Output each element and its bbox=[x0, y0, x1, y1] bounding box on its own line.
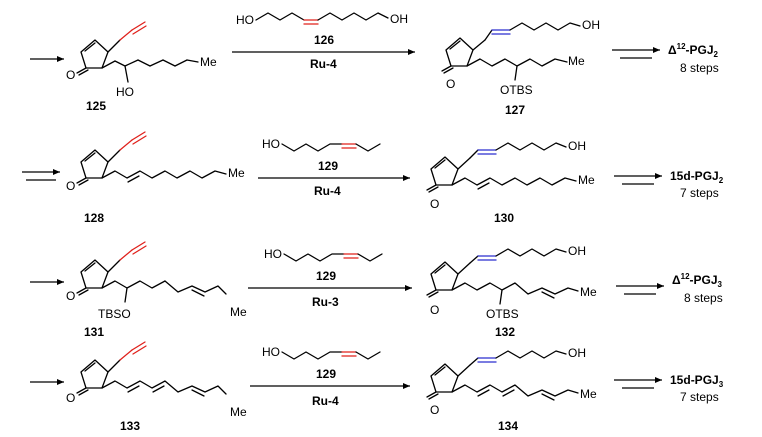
reagent-hydroxyl-right: OH bbox=[390, 12, 408, 26]
step-count: 7 steps bbox=[680, 186, 719, 200]
compound-133: O Me 133 bbox=[66, 341, 247, 433]
hydroxyl-label: OH bbox=[582, 18, 600, 32]
methyl-label: Me bbox=[230, 405, 247, 419]
compound-130: O OH Me 130 bbox=[426, 139, 595, 225]
methyl-label: Me bbox=[230, 305, 247, 319]
ketone-oxygen: O bbox=[66, 179, 75, 193]
catalyst-label: Ru-4 bbox=[312, 394, 339, 408]
ketone-oxygen: O bbox=[66, 68, 75, 82]
methyl-label: Me bbox=[578, 173, 595, 187]
reagent-hydroxyl: HO bbox=[262, 137, 280, 151]
compound-label: 127 bbox=[505, 103, 525, 117]
compound-131: O TBSO Me 131 bbox=[66, 241, 247, 339]
catalyst-label: Ru-3 bbox=[312, 295, 339, 309]
ketone-oxygen: O bbox=[430, 403, 439, 417]
hydroxyl-label: OH bbox=[568, 244, 586, 258]
methyl-label: Me bbox=[200, 55, 217, 69]
row-1: O HO Me 125 HO OH 126 bbox=[30, 12, 719, 117]
hydroxyl-label: OH bbox=[568, 346, 586, 360]
compound-132: O OH Me OTBS 132 bbox=[426, 244, 597, 339]
reagent-129: HO bbox=[262, 137, 381, 152]
target-product: Δ12-PGJ2 bbox=[668, 42, 719, 59]
compound-128: O Me 128 bbox=[66, 131, 245, 225]
reagent-number: 129 bbox=[318, 159, 338, 173]
hydroxyl-label: HO bbox=[116, 85, 134, 99]
compound-127: O OH Me OTBS 127 bbox=[441, 18, 600, 117]
methyl-label: Me bbox=[568, 54, 585, 68]
ketone-oxygen: O bbox=[430, 303, 439, 317]
compound-label: 130 bbox=[494, 211, 514, 225]
reagent-hydroxyl: HO bbox=[262, 345, 280, 359]
reagent-hydroxyl-left: HO bbox=[236, 13, 254, 27]
reagent-number: 129 bbox=[316, 367, 336, 381]
target-product: 15d-PGJ3 bbox=[670, 373, 724, 389]
reagent-126: HO OH bbox=[236, 12, 408, 27]
reagent-number: 129 bbox=[316, 269, 336, 283]
silyl-ether-label: OTBS bbox=[486, 307, 519, 321]
reagent-hydroxyl: HO bbox=[264, 247, 282, 261]
row-2: O Me 128 HO 129 Ru-4 O bbox=[22, 131, 724, 225]
step-count: 8 steps bbox=[684, 291, 723, 305]
hydroxyl-label: OH bbox=[568, 139, 586, 153]
ketone-oxygen: O bbox=[66, 391, 75, 405]
compound-134: O OH Me 134 bbox=[426, 346, 597, 433]
catalyst-label: Ru-4 bbox=[314, 184, 341, 198]
step-count: 7 steps bbox=[680, 390, 719, 404]
ketone-oxygen: O bbox=[430, 197, 439, 211]
catalyst-label: Ru-4 bbox=[310, 57, 337, 71]
compound-label: 128 bbox=[84, 211, 104, 225]
reagent-129: HO bbox=[262, 345, 381, 360]
compound-label: 132 bbox=[495, 325, 515, 339]
step-count: 8 steps bbox=[680, 61, 719, 75]
ketone-oxygen: O bbox=[66, 289, 75, 303]
compound-label: 131 bbox=[84, 325, 104, 339]
compound-label: 125 bbox=[86, 99, 106, 113]
compound-label: 134 bbox=[498, 419, 518, 433]
target-product: Δ12-PGJ3 bbox=[672, 272, 723, 289]
ketone-oxygen: O bbox=[446, 77, 455, 91]
compound-125: O HO Me 125 bbox=[66, 21, 217, 113]
methyl-label: Me bbox=[228, 166, 245, 180]
methyl-label: Me bbox=[580, 285, 597, 299]
reagent-number: 126 bbox=[314, 33, 334, 47]
target-product: 15d-PGJ2 bbox=[670, 169, 724, 185]
methyl-label: Me bbox=[580, 387, 597, 401]
silyl-ether-label: OTBS bbox=[500, 83, 533, 97]
row-4: O Me 133 HO 129 Ru-4 O bbox=[30, 341, 724, 433]
silyl-ether-label: TBSO bbox=[98, 307, 131, 321]
compound-label: 133 bbox=[120, 419, 140, 433]
reagent-129: HO bbox=[264, 247, 383, 262]
row-3: O TBSO Me 131 HO 129 Ru-3 bbox=[30, 241, 723, 339]
